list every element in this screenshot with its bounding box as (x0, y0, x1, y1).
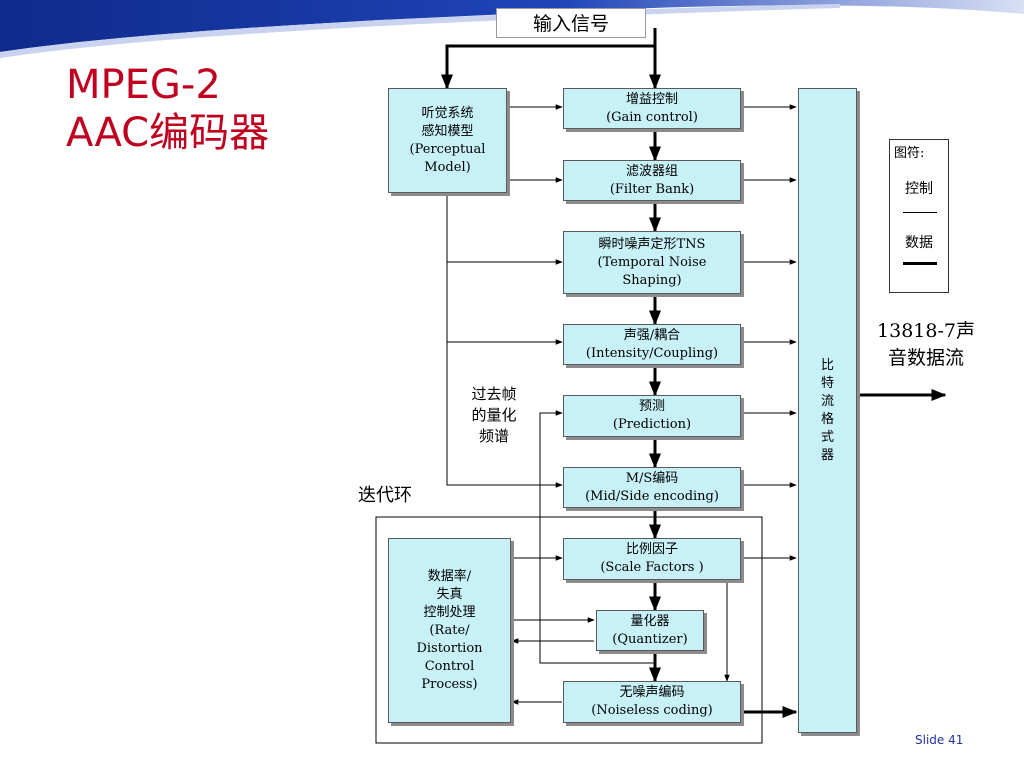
bitstream-formatter-char: 特 (820, 375, 834, 391)
legend: 图符: 控制 数据 (889, 139, 949, 293)
output-bitstream-line: 音数据流 (887, 347, 964, 369)
filter-bank-line: (Filter Bank) (609, 181, 695, 197)
noiseless-coding-line: 无噪声编码 (619, 685, 685, 700)
header-banner (0, 0, 1024, 52)
scale-factors-line: (Scale Factors ) (600, 560, 704, 575)
iteration-loop-label: 迭代环 (358, 485, 412, 506)
rate-distortion-line: 数据率/ (427, 568, 472, 584)
rate-distortion-block: 数据率/ 失真 控制处理 (Rate/ Distortion Control P… (388, 538, 511, 723)
header-banner-stripe (0, 4, 840, 58)
noiseless-coding-line: (Noiseless coding) (591, 703, 713, 718)
input-signal-label: 输入信号 (496, 8, 646, 38)
perceptual-model-line: 感知模型 (421, 123, 474, 139)
bitstream-formatter-char: 器 (820, 447, 834, 463)
perceptual-model-line: 听觉系统 (421, 105, 474, 121)
past-frame-line: 的量化 (471, 406, 517, 424)
perceptual-model-line: (Perceptual (409, 141, 486, 157)
legend-data-label: 数据 (905, 235, 933, 251)
gain-control-line: (Gain control) (606, 109, 698, 125)
intensity-coupling-line: 声强/耦合 (623, 327, 681, 343)
mid-side-line: (Mid/Side encoding) (585, 488, 719, 504)
legend-control-line (903, 212, 937, 213)
prediction-line: (Prediction) (612, 417, 692, 432)
past-frame-line: 频谱 (478, 427, 509, 445)
tns-line: Shaping) (622, 272, 682, 288)
gain-control-line: 增益控制 (625, 91, 678, 107)
tns-line: 瞬时噪声定形TNS (598, 236, 706, 252)
perceptual-model-block: 听觉系统 感知模型 (Perceptual Model) (388, 88, 507, 193)
filter-bank-block: 滤波器组 (Filter Bank) (563, 160, 741, 201)
output-bitstream-line: 13818-7声 (877, 320, 975, 342)
bitstream-formatter-char: 比 (820, 357, 834, 373)
prediction-line: 预测 (638, 399, 665, 414)
tns-block: 瞬时噪声定形TNS (Temporal Noise Shaping) (563, 231, 741, 294)
mid-side-line: M/S编码 (625, 470, 679, 486)
legend-data-line (903, 262, 937, 265)
slide-number: Slide 41 (915, 733, 964, 747)
legend-title: 图符: (894, 146, 925, 161)
output-bitstream-label: 13818-7声 音数据流 (866, 318, 986, 372)
quantizer-block: 量化器 (Quantizer) (596, 610, 704, 651)
bitstream-formatter-char: 式 (820, 429, 834, 445)
mid-side-block: M/S编码 (Mid/Side encoding) (563, 467, 741, 508)
scale-factors-line: 比例因子 (625, 542, 678, 557)
past-frame-label: 过去帧 的量化 频谱 (458, 384, 530, 447)
tns-line: (Temporal Noise (597, 254, 707, 270)
noiseless-coding-block: 无噪声编码 (Noiseless coding) (563, 681, 741, 723)
slide-title-line2: AAC编码器 (66, 110, 270, 156)
gain-control-block: 增益控制 (Gain control) (563, 88, 741, 129)
slide-title-line1: MPEG-2 (66, 62, 221, 108)
rate-distortion-line: Process) (421, 676, 478, 692)
rate-distortion-line: (Rate/ (429, 622, 470, 638)
bitstream-formatter-char: 流 (820, 393, 834, 409)
filter-bank-line: 滤波器组 (625, 163, 678, 179)
bitstream-formatter-block: 比 特 流 格 式 器 (798, 88, 857, 733)
rate-distortion-line: 失真 (436, 586, 463, 602)
legend-control-label: 控制 (905, 181, 933, 197)
quantizer-line: 量化器 (630, 613, 670, 629)
past-frame-line: 过去帧 (471, 385, 517, 403)
scale-factors-block: 比例因子 (Scale Factors ) (563, 538, 741, 580)
prediction-block: 预测 (Prediction) (563, 395, 741, 437)
quantizer-line: (Quantizer) (612, 631, 688, 647)
intensity-coupling-line: (Intensity/Coupling) (585, 345, 719, 361)
intensity-coupling-block: 声强/耦合 (Intensity/Coupling) (563, 324, 741, 365)
rate-distortion-line: Distortion (416, 640, 483, 656)
perceptual-model-line: Model) (424, 159, 471, 175)
bitstream-formatter-char: 格 (820, 411, 834, 427)
rate-distortion-line: 控制处理 (423, 604, 476, 620)
rate-distortion-line: Control (424, 658, 475, 674)
